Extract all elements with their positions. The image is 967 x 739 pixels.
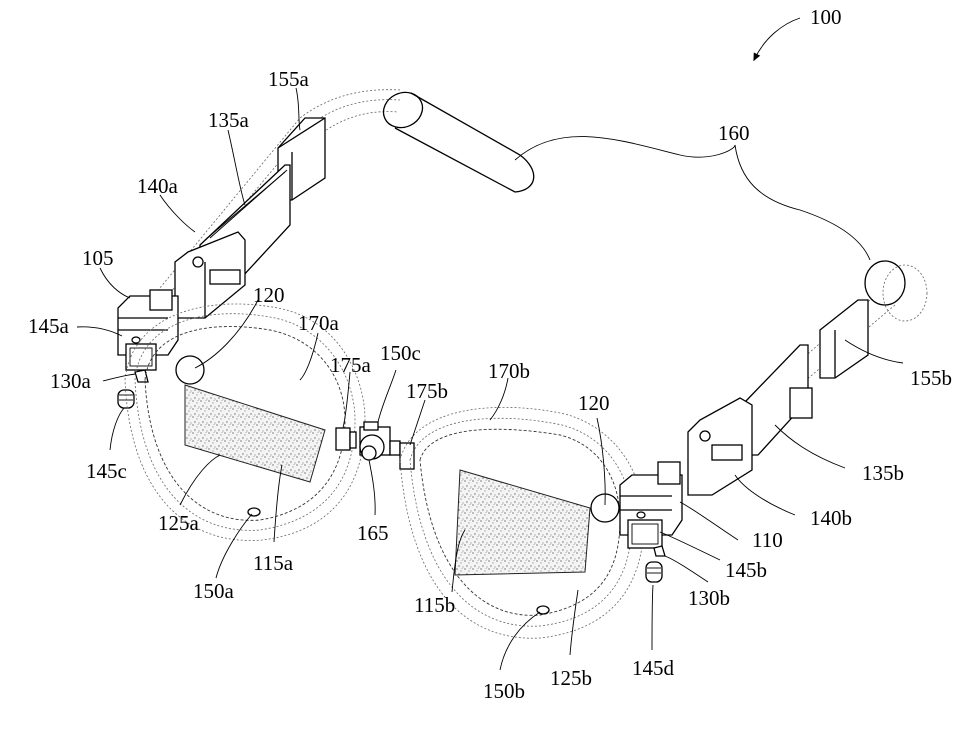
label-100: 100 xyxy=(810,5,842,29)
label-145c: 145c xyxy=(86,459,127,483)
label-150b: 150b xyxy=(483,679,525,703)
left-lens xyxy=(124,303,366,541)
left-reflector-sphere xyxy=(175,355,205,385)
label-170b: 170b xyxy=(488,359,530,383)
label-135a: 135a xyxy=(208,108,250,132)
label-105: 105 xyxy=(82,246,114,270)
label-165: 165 xyxy=(357,521,389,545)
right-lens xyxy=(399,407,645,639)
label-120-right: 120 xyxy=(578,391,610,415)
right-earbud xyxy=(645,561,663,583)
label-110: 110 xyxy=(752,528,783,552)
right-display-region xyxy=(454,469,591,576)
label-150a: 150a xyxy=(193,579,235,603)
label-135b: 135b xyxy=(862,461,904,485)
reference-labels: 100 155a 135a 140a 105 145a 130a 145c 12… xyxy=(28,5,952,703)
label-125a: 125a xyxy=(158,511,200,535)
label-155b: 155b xyxy=(910,366,952,390)
label-130a: 130a xyxy=(50,369,92,393)
label-175b: 175b xyxy=(406,379,448,403)
left-display-region xyxy=(184,384,326,483)
label-115a: 115a xyxy=(253,551,294,575)
temple-cable xyxy=(514,136,871,261)
label-170a: 170a xyxy=(298,311,340,335)
label-140a: 140a xyxy=(137,174,179,198)
label-160: 160 xyxy=(718,121,750,145)
label-130b: 130b xyxy=(688,586,730,610)
label-115b: 115b xyxy=(414,593,455,617)
leader-lines xyxy=(76,87,904,671)
label-145a: 145a xyxy=(28,314,70,338)
bridge-assembly xyxy=(335,421,415,470)
label-175a: 175a xyxy=(330,353,372,377)
overall-reference-arrow xyxy=(753,17,801,62)
label-150c: 150c xyxy=(380,341,421,365)
label-125b: 125b xyxy=(550,666,592,690)
label-145d: 145d xyxy=(632,656,675,680)
label-140b: 140b xyxy=(810,506,852,530)
label-155a: 155a xyxy=(268,67,310,91)
right-module-stack xyxy=(619,299,869,583)
label-120-left: 120 xyxy=(253,283,285,307)
label-145b: 145b xyxy=(725,558,767,582)
